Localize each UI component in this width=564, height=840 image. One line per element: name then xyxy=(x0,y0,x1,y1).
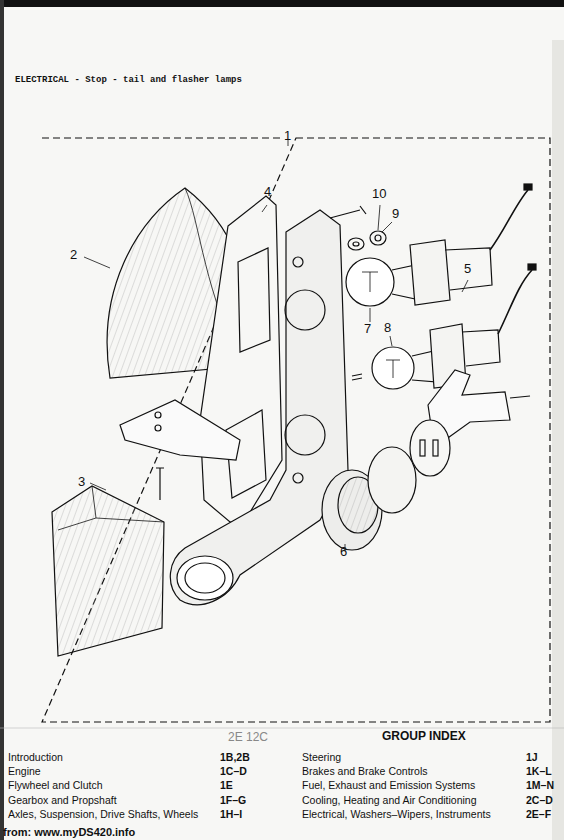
bulb xyxy=(346,258,394,306)
gasket xyxy=(200,196,282,522)
table-heading: GROUP INDEX xyxy=(382,730,466,743)
callout-number: 9 xyxy=(392,207,399,221)
bulb xyxy=(372,347,414,389)
watermark: from: www.myDS420.info xyxy=(3,826,135,838)
page-code: 2E 12C xyxy=(228,731,268,744)
table-cell: 1B,2B xyxy=(220,752,250,764)
table-cell: Steering xyxy=(302,752,341,764)
table-cell: Cooling, Heating and Air Conditioning xyxy=(302,795,477,807)
callout-number: 7 xyxy=(364,322,371,336)
wire xyxy=(490,190,528,250)
lamp-housing xyxy=(170,210,348,605)
page-edge xyxy=(0,0,564,7)
table-cell: 1H–I xyxy=(220,809,242,821)
table-cell: 1C–D xyxy=(220,766,247,778)
page-edge xyxy=(552,40,564,840)
page-edge xyxy=(0,0,4,840)
screw xyxy=(156,468,164,500)
table-cell: Electrical, Washers–Wipers, Instruments xyxy=(302,809,491,821)
callout-number: 5 xyxy=(464,262,471,276)
washer xyxy=(348,238,364,250)
table-cell: 1E xyxy=(220,780,233,792)
table-cell: 1K–L xyxy=(526,766,552,778)
table-cell: Brakes and Brake Controls xyxy=(302,766,427,778)
callout-number: 3 xyxy=(78,475,85,489)
screw xyxy=(330,206,366,218)
flasher-lens xyxy=(52,486,164,656)
leader-line xyxy=(84,140,468,551)
callout-number: 6 xyxy=(340,545,347,559)
table-cell: 2C–D xyxy=(526,795,553,807)
page-heading: ELECTRICAL - Stop - tail and flasher lam… xyxy=(15,76,242,86)
table-cell: Fuel, Exhaust and Emission Systems xyxy=(302,780,475,792)
table-cell: Axles, Suspension, Drive Shafts, Wheels xyxy=(8,809,198,821)
callout-number: 8 xyxy=(384,321,391,335)
callout-number: 10 xyxy=(372,187,386,201)
nut xyxy=(370,231,386,245)
callout-number: 1 xyxy=(284,129,291,143)
screw xyxy=(510,396,530,398)
table-cell: 1J xyxy=(526,752,538,764)
table-cell: 1M–N xyxy=(526,780,554,792)
table-cell: Engine xyxy=(8,766,41,778)
table-cell: Introduction xyxy=(8,752,63,764)
table-cell: 2E–F xyxy=(526,809,551,821)
mounting-bracket xyxy=(120,400,240,460)
wire xyxy=(498,270,532,334)
assembly-frame xyxy=(42,138,550,722)
callout-number: 2 xyxy=(70,248,77,262)
table-cell: Gearbox and Propshaft xyxy=(8,795,117,807)
table-cell: 1F–G xyxy=(220,795,246,807)
housing-tube xyxy=(177,556,233,600)
callout-number: 4 xyxy=(264,185,271,199)
bulb-holder xyxy=(410,240,450,305)
table-cell: Flywheel and Clutch xyxy=(8,780,103,792)
